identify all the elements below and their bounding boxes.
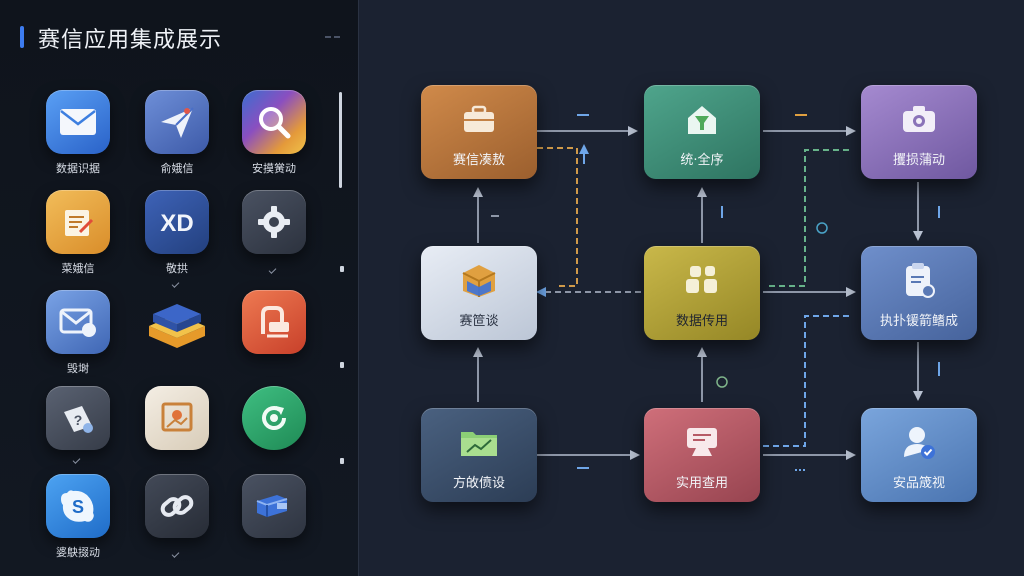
envelope-check-icon (46, 290, 110, 354)
svg-text:S: S (72, 497, 84, 517)
flow-node[interactable]: 安品筬视 (861, 408, 977, 502)
dashed-link (763, 315, 853, 447)
node-label: 安品筬视 (892, 476, 945, 491)
refresh-icon (242, 386, 306, 450)
flow-tag (816, 222, 828, 234)
app-tile[interactable] (226, 290, 322, 384)
flow-node[interactable]: 实用查用 (644, 408, 760, 502)
app-tile[interactable]: XD 敬拱 (129, 190, 225, 288)
app-tile[interactable]: 安摸黉动 (226, 90, 322, 184)
flow-node[interactable]: 数据传用 (644, 246, 760, 340)
box-icon (455, 258, 503, 302)
briefcase-icon (455, 97, 503, 141)
scrollbar-thumb[interactable] (339, 92, 342, 188)
blocks-icon (678, 258, 726, 302)
flow-connectors (473, 114, 940, 471)
app-tile[interactable] (129, 474, 225, 568)
check-mark (171, 550, 180, 558)
node-label: 数据传用 (675, 314, 728, 329)
app-label: 婆鴃掇动 (56, 546, 100, 559)
app-tile[interactable] (129, 290, 225, 384)
node-label: 赛信凑敖 (452, 153, 505, 168)
node-label: 攫损蒲动 (892, 153, 945, 168)
header-dash (334, 36, 340, 38)
app-tile[interactable] (226, 190, 322, 284)
node-label: 赛笸谈 (459, 314, 499, 329)
truck-icon (242, 474, 306, 538)
integration-flow-canvas: 赛信凑敖 统·全序 攫损蒲动 赛笸谈 数据传用 执扑锾箭鳍成 (359, 0, 1024, 576)
folder-chart-icon (455, 420, 503, 464)
app-label: 毁埘 (67, 362, 89, 375)
node-label: 实用查用 (675, 476, 728, 491)
header-dash (325, 36, 331, 38)
magnifier-icon (242, 90, 306, 154)
app-gallery-panel: 赛信应用集成展示 数据识据 俞娥信 安摸黉动 菜娥信 XD 敬拱 (0, 0, 359, 576)
app-tile[interactable]: 毁埘 (30, 290, 126, 384)
ticket-question-icon: ? (46, 386, 110, 450)
flow-node[interactable]: 攫损蒲动 (861, 85, 977, 179)
skype-icon: S (46, 474, 110, 538)
app-tile[interactable]: S 婆鴃掇动 (30, 474, 126, 568)
check-mark (171, 280, 180, 288)
node-label: 统·全序 (680, 153, 724, 168)
flow-node[interactable]: 方敀偾设 (421, 408, 537, 502)
flow-tag (716, 376, 728, 388)
check-mark (72, 456, 81, 464)
flow-node[interactable]: 执扑锾箭鳍成 (861, 246, 977, 340)
dashed-link (537, 147, 578, 287)
chain-link-icon (145, 474, 209, 538)
app-tile[interactable]: 俞娥信 (129, 90, 225, 184)
app-label: 敬拱 (166, 262, 188, 275)
photo-frame-icon (145, 386, 209, 450)
paper-plane-icon (145, 90, 209, 154)
mail-icon (46, 90, 110, 154)
app-tile[interactable]: 数据识据 (30, 90, 126, 184)
clipboard-icon (895, 258, 943, 302)
monitor-icon (678, 420, 726, 464)
camera-icon (895, 97, 943, 141)
house-filter-icon (678, 97, 726, 141)
scroll-marker (340, 458, 344, 464)
app-tile[interactable]: ? (30, 386, 126, 480)
node-label: 执扑锾箭鳍成 (879, 314, 958, 329)
app-tile[interactable]: 菜娥信 (30, 190, 126, 284)
app-label: 俞娥信 (160, 162, 194, 175)
notepad-icon (46, 190, 110, 254)
svg-text:XD: XD (160, 210, 193, 237)
pen-document-icon (242, 290, 306, 354)
user-check-icon (895, 420, 943, 464)
panel-title: 赛信应用集成展示 (38, 28, 223, 53)
layered-box-icon (145, 290, 209, 354)
node-label: 方敀偾设 (452, 476, 505, 491)
flow-node[interactable]: 赛笸谈 (421, 246, 537, 340)
scroll-marker (340, 362, 344, 368)
app-label: 数据识据 (56, 162, 100, 175)
flow-node[interactable]: 赛信凑敖 (421, 85, 537, 179)
panel-header: 赛信应用集成展示 (0, 0, 358, 72)
check-mark (268, 266, 277, 274)
app-tile[interactable] (129, 386, 225, 480)
title-accent-bar (20, 26, 24, 48)
app-tile[interactable] (226, 386, 322, 480)
app-tile[interactable] (226, 474, 322, 568)
app-label: 菜娥信 (61, 262, 95, 275)
scroll-marker (340, 266, 344, 272)
dashed-link (769, 149, 853, 287)
flow-node[interactable]: 统·全序 (644, 85, 760, 179)
app-label: 安摸黉动 (252, 162, 296, 175)
flow-tag (721, 206, 940, 376)
gear-icon (242, 190, 306, 254)
svg-text:?: ? (74, 412, 83, 428)
xd-icon: XD (145, 190, 209, 254)
